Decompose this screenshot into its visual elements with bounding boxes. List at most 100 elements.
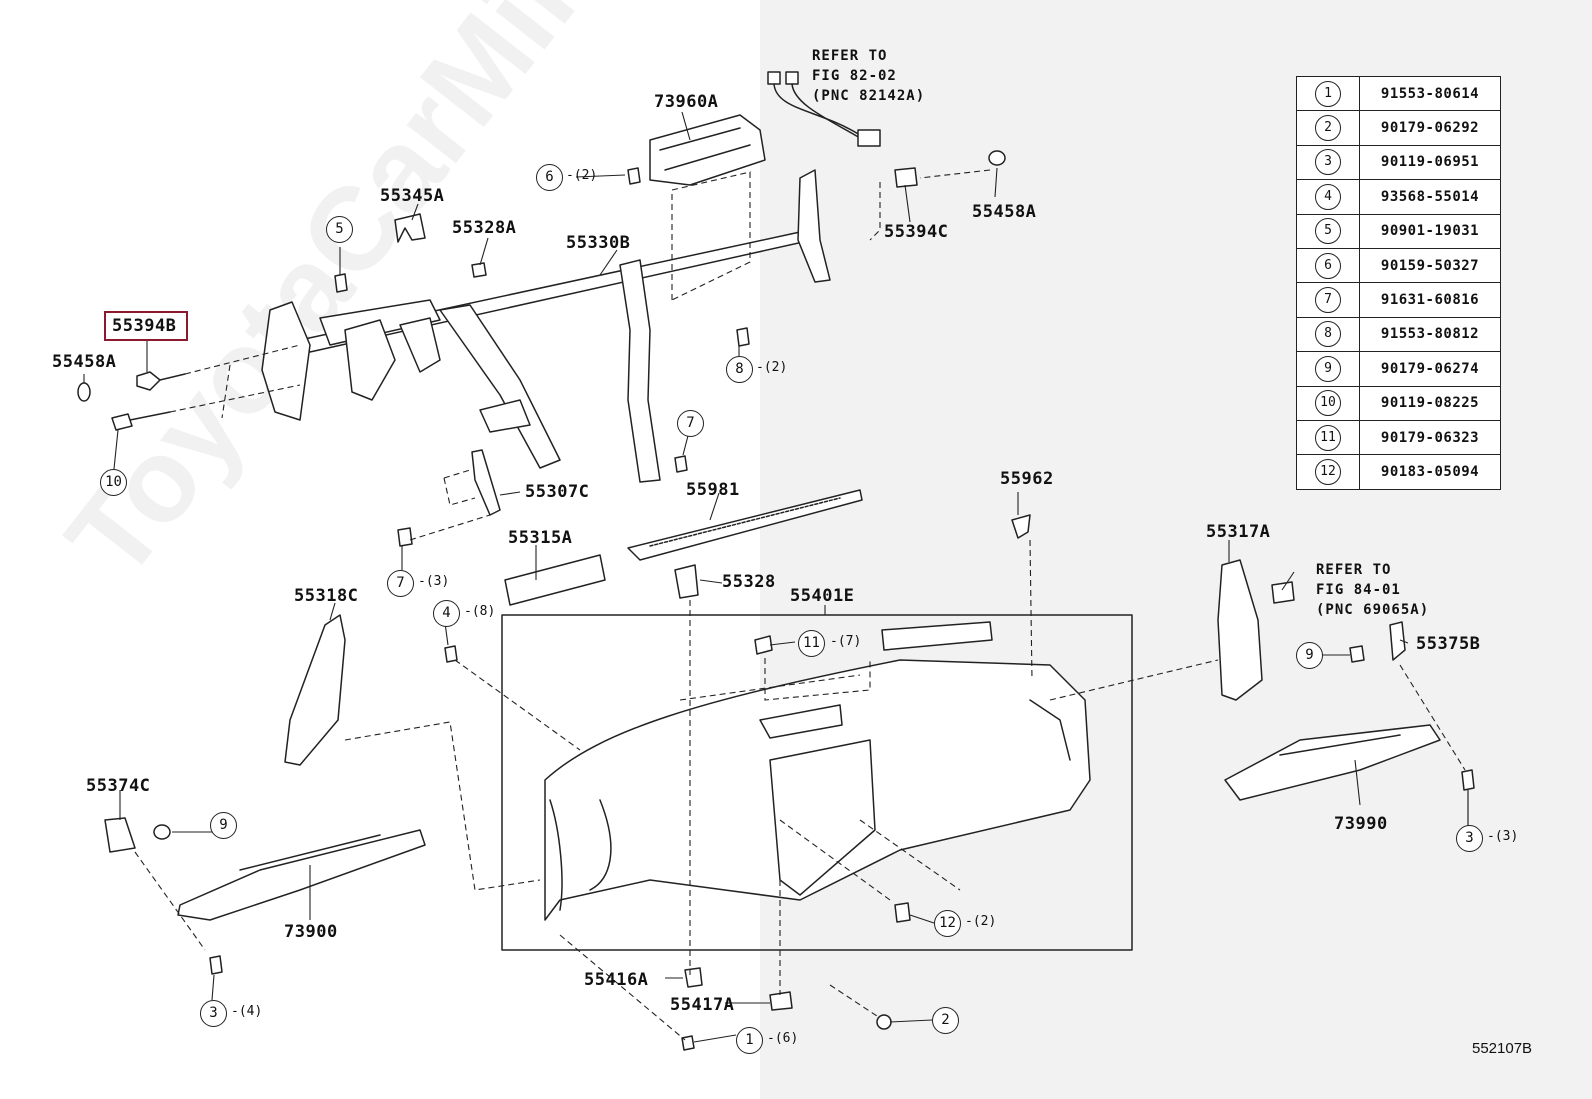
label-55401E: 55401E xyxy=(790,586,855,606)
callout-7-upper: 7 xyxy=(677,410,704,437)
side-panel-55318C xyxy=(284,614,346,766)
clip-55417A xyxy=(769,991,793,1011)
table-part-number: 90901-19031 xyxy=(1359,213,1501,249)
clip-55345A xyxy=(394,213,426,243)
passenger-airbag-73960A xyxy=(649,114,766,186)
qty-6: -(2) xyxy=(566,168,598,183)
table-part-number: 90183-05094 xyxy=(1359,454,1501,490)
callout-6: 6 xyxy=(536,164,563,191)
nut-55394C xyxy=(894,167,918,188)
bracket-55307C xyxy=(471,449,501,516)
table-part-number: 90179-06274 xyxy=(1359,351,1501,387)
label-55345A: 55345A xyxy=(380,186,445,206)
refer-note-fig-84-01: REFER TO FIG 84-01 (PNC 69065A) xyxy=(1316,562,1430,618)
label-73960A: 73960A xyxy=(654,92,719,112)
table-item-number: 2 xyxy=(1315,115,1341,142)
callout-4: 4 xyxy=(433,600,460,627)
label-55394B: 55394B xyxy=(112,316,177,336)
bracket-55375B xyxy=(1389,621,1406,661)
instrument-panel-55401E xyxy=(544,659,1091,921)
callout-7-lower: 7 xyxy=(387,570,414,597)
table-part-number: 91631-60816 xyxy=(1359,282,1501,318)
label-55417A: 55417A xyxy=(670,995,735,1015)
highlight-box xyxy=(104,311,188,341)
label-73990: 73990 xyxy=(1334,814,1388,834)
clip-55328A xyxy=(471,262,487,278)
lower-panel-73900 xyxy=(177,829,426,921)
label-55317A: 55317A xyxy=(1206,522,1271,542)
bolt-10 xyxy=(111,411,171,431)
table-item-number: 5 xyxy=(1315,218,1341,245)
trim-panel xyxy=(881,621,993,651)
label-55375B: 55375B xyxy=(1416,634,1481,654)
label-55374C: 55374C xyxy=(86,776,151,796)
qty-7: -(3) xyxy=(418,574,450,589)
table-item-number: 4 xyxy=(1315,183,1341,210)
label-55315A: 55315A xyxy=(508,528,573,548)
label-55394C: 55394C xyxy=(884,222,949,242)
nozzle-55981 xyxy=(627,489,863,561)
parts-table-row: 3 90119-06951 xyxy=(1296,144,1501,181)
table-item-number: 10 xyxy=(1315,390,1341,417)
clip-55416A xyxy=(684,967,703,988)
instrument-panel-box xyxy=(501,614,1133,951)
qty-8: -(2) xyxy=(756,360,788,375)
label-55416A: 55416A xyxy=(584,970,649,990)
refer-note-fig-82-02: REFER TO FIG 82-02 (PNC 82142A) xyxy=(812,48,926,104)
clip-55328 xyxy=(674,564,699,599)
qty-12: -(2) xyxy=(965,914,997,929)
connector-82142A xyxy=(767,71,881,147)
qty-1: -(6) xyxy=(767,1031,799,1046)
callout-5: 5 xyxy=(326,216,353,243)
part-55962 xyxy=(1011,514,1031,539)
figure-id: 552107B xyxy=(1472,1040,1533,1057)
label-55307C: 55307C xyxy=(525,482,590,502)
bracket-55374C xyxy=(104,817,136,853)
qty-4: -(8) xyxy=(464,604,496,619)
parts-table-row: 12 90183-05094 xyxy=(1296,454,1501,490)
side-panel-55317A xyxy=(1217,559,1263,701)
assembly-lines xyxy=(134,169,1466,1041)
parts-table-row: 9 90179-06274 xyxy=(1296,351,1501,387)
parts-table-row: 2 90179-06292 xyxy=(1296,110,1501,146)
parts-table-row: 5 90901-19031 xyxy=(1296,213,1501,249)
callout-9-right: 9 xyxy=(1296,642,1323,669)
reinforcement-beam-55330B xyxy=(261,169,831,483)
qty-3-left: -(4) xyxy=(231,1004,263,1019)
label-55981: 55981 xyxy=(686,480,740,500)
table-item-number: 6 xyxy=(1315,252,1341,279)
callout-8: 8 xyxy=(726,356,753,383)
callout-9-left: 9 xyxy=(210,812,237,839)
table-item-number: 7 xyxy=(1315,287,1341,314)
label-55328: 55328 xyxy=(722,572,776,592)
parts-table-row: 1 91553-80614 xyxy=(1296,75,1501,112)
table-part-number: 90179-06292 xyxy=(1359,110,1501,146)
leader-lines xyxy=(83,111,1469,1043)
callout-1: 1 xyxy=(736,1027,763,1054)
table-part-number: 90119-06951 xyxy=(1359,144,1501,181)
table-part-number: 90159-50327 xyxy=(1359,247,1501,284)
table-item-number: 8 xyxy=(1315,321,1341,348)
table-item-number: 12 xyxy=(1315,458,1341,485)
parts-table-row: 7 91631-60816 xyxy=(1296,282,1501,318)
table-item-number: 3 xyxy=(1315,149,1341,176)
callout-2: 2 xyxy=(932,1007,959,1034)
plug-55458A-left xyxy=(77,382,91,402)
callout-12: 12 xyxy=(934,910,961,937)
table-item-number: 9 xyxy=(1315,355,1341,382)
label-55328A: 55328A xyxy=(452,218,517,238)
qty-3-right: -(3) xyxy=(1487,829,1519,844)
callout-3-left: 3 xyxy=(200,1000,227,1027)
label-55318C: 55318C xyxy=(294,586,359,606)
label-55330B: 55330B xyxy=(566,233,631,253)
table-part-number: 91553-80614 xyxy=(1359,75,1501,112)
panel-55315A xyxy=(504,554,606,606)
table-item-number: 11 xyxy=(1315,424,1341,451)
label-55962: 55962 xyxy=(1000,469,1054,489)
table-item-number: 1 xyxy=(1315,80,1341,107)
